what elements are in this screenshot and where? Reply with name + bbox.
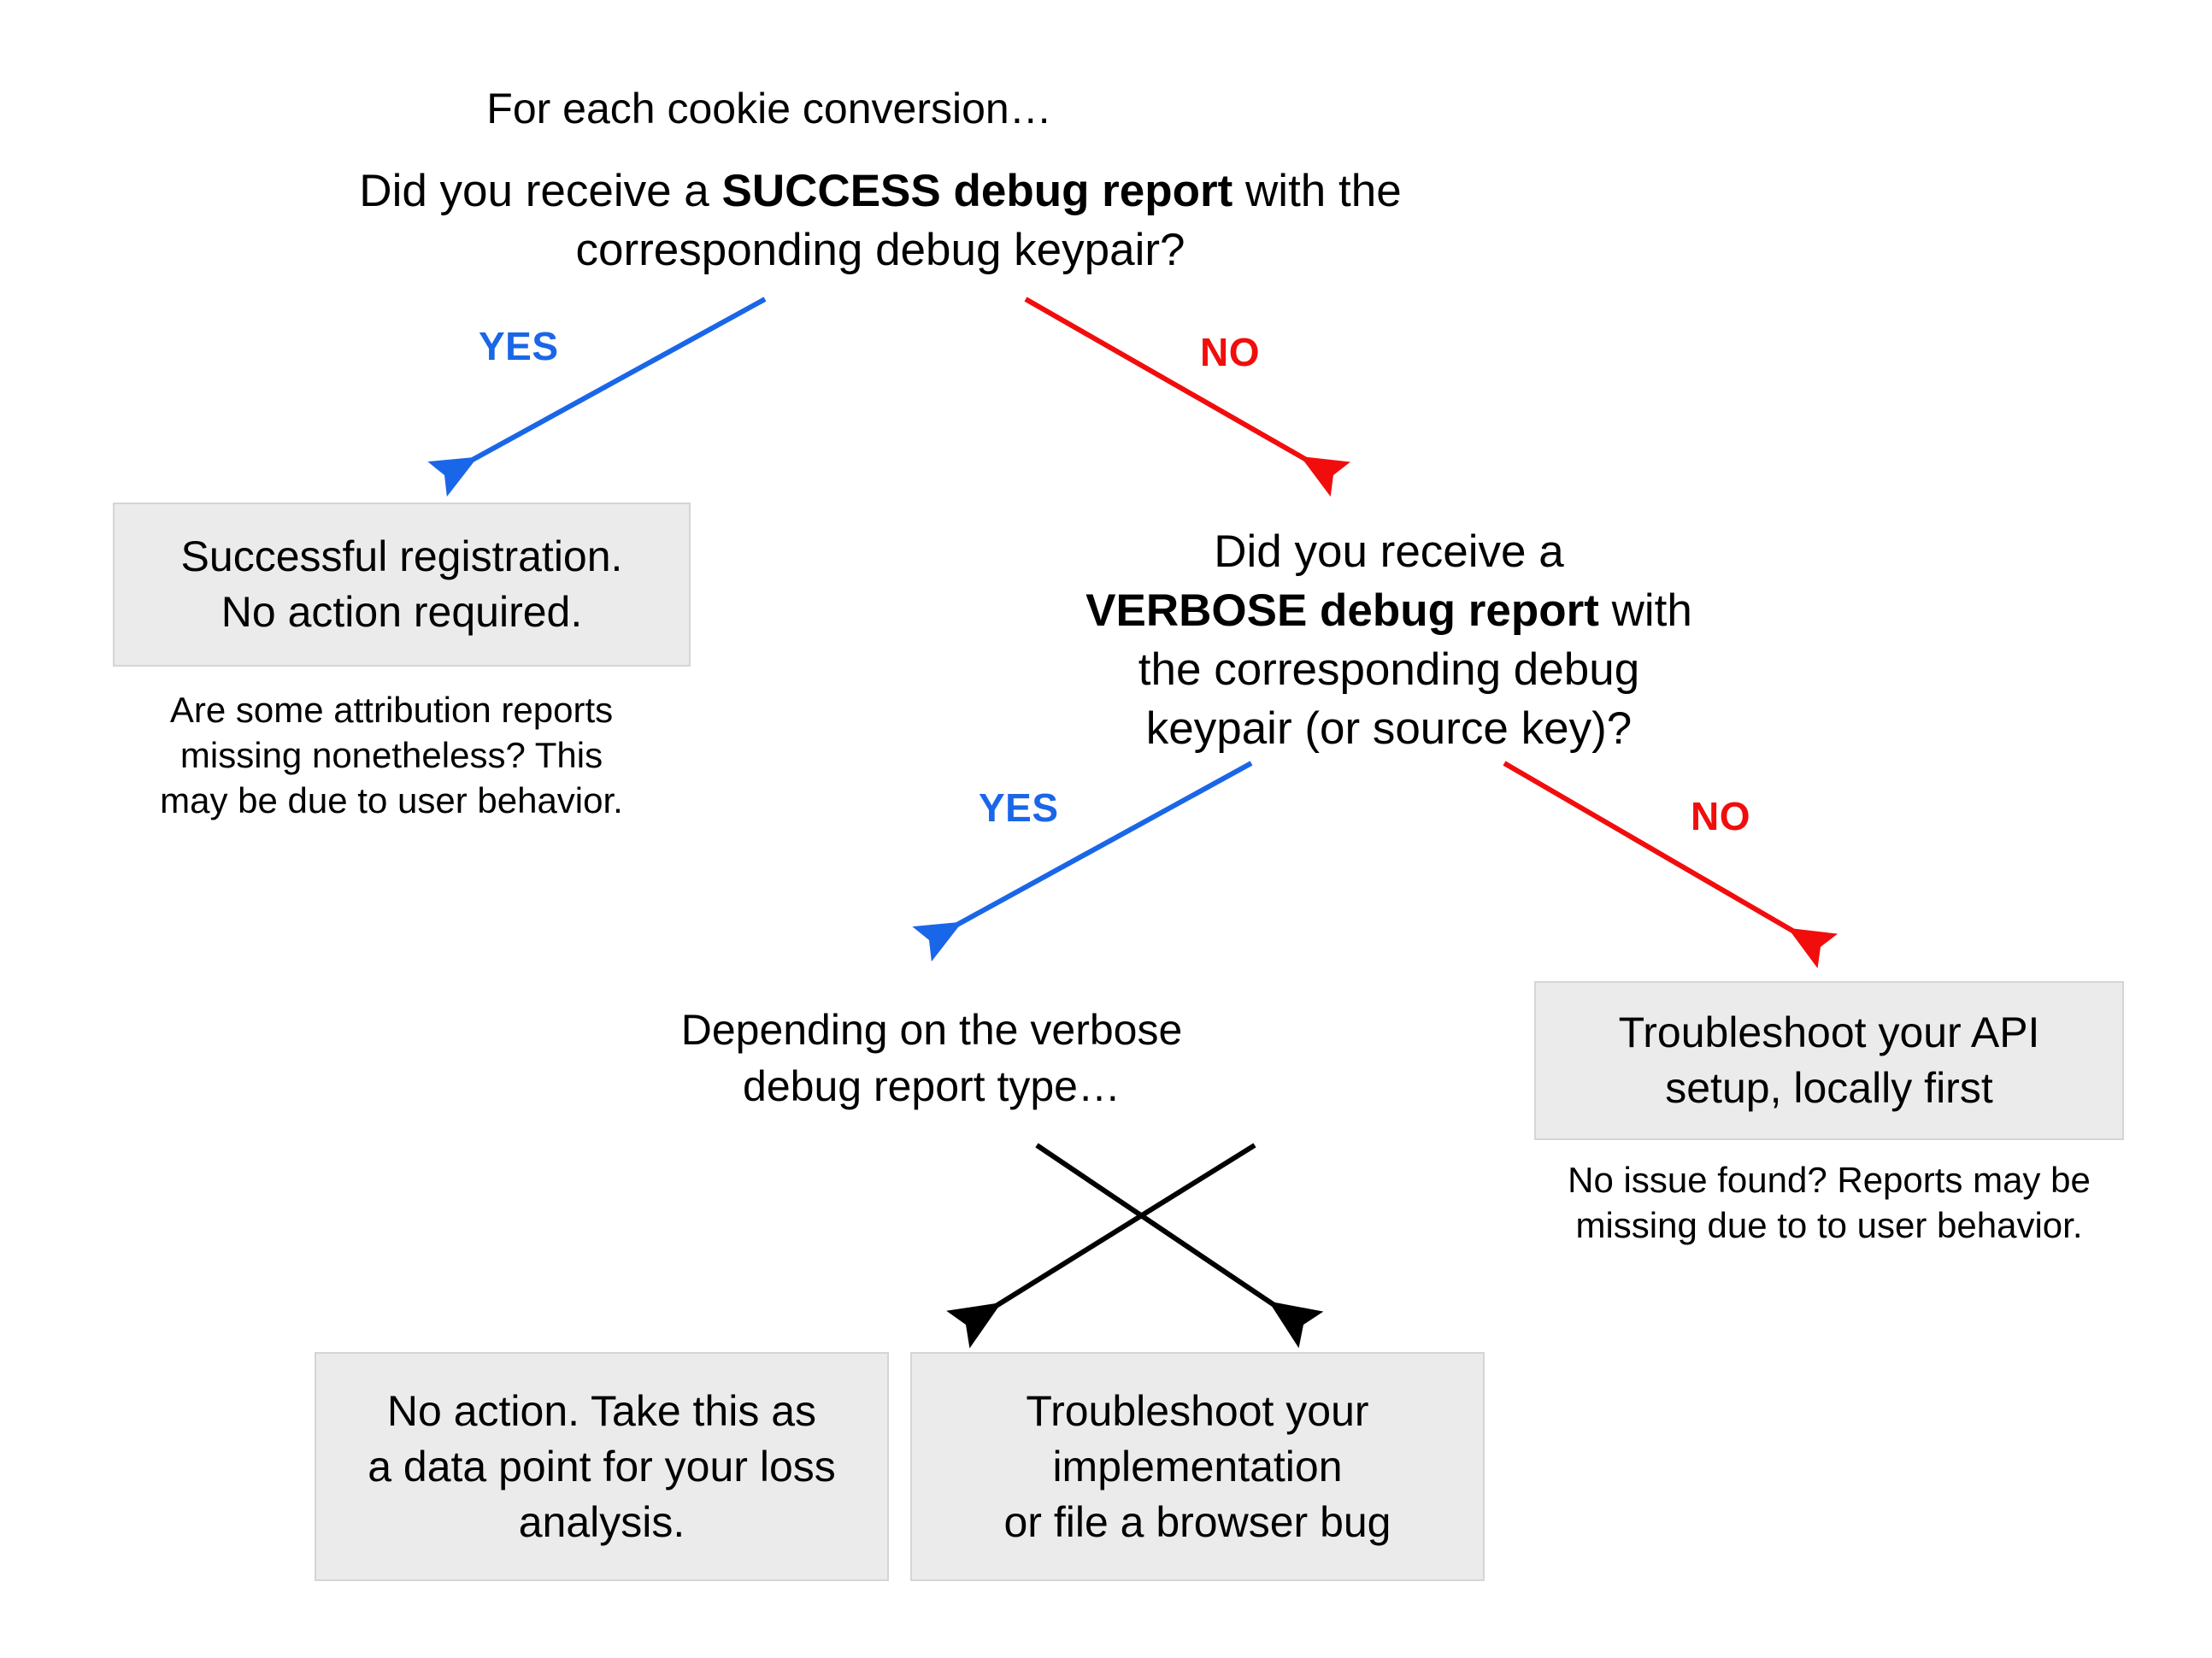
box-troubleshoot-implementation-text: Troubleshoot your implementation or file… [1003, 1384, 1391, 1550]
edge-label-yes-2: YES [979, 785, 1059, 830]
caption-no-issue-found-line-2: missing due to to user behavior. [1575, 1204, 2083, 1245]
question-success-pre: Did you receive a [359, 166, 722, 216]
question-success-debug-report: Did you receive a SUCCESS debug report w… [282, 162, 1479, 280]
arrow-to-troubleshoot-implementation-box [1035, 1143, 1324, 1349]
question-verbose-line-3: the corresponding debug [1138, 644, 1640, 695]
box-troubleshoot-implementation-line-3: or file a browser bug [1003, 1497, 1391, 1546]
box-troubleshoot-implementation: Troubleshoot your implementation or file… [910, 1352, 1485, 1581]
root-lead-text: For each cookie conversion… [342, 81, 1197, 137]
box-troubleshoot-api-setup: Troubleshoot your API setup, locally fir… [1534, 981, 2124, 1140]
question-success-line-1: Did you receive a SUCCESS debug report w… [282, 162, 1479, 221]
box-successful-registration-line-2: No action required. [221, 588, 583, 636]
edge-label-no-2: NO [1691, 794, 1750, 838]
question-success-post: with the [1232, 166, 1402, 216]
box-no-action-loss-analysis-text: No action. Take this as a data point for… [368, 1384, 836, 1550]
arrow-yes-report-type [912, 761, 1253, 962]
box-troubleshoot-implementation-line-2: implementation [1052, 1442, 1343, 1490]
caption-attribution-missing-line-3: may be due to user behavior. [160, 779, 623, 820]
box-troubleshoot-implementation-line-1: Troubleshoot your [1026, 1386, 1369, 1435]
question-success-bold: SUCCESS debug report [721, 166, 1233, 216]
box-no-action-loss-analysis: No action. Take this as a data point for… [315, 1352, 889, 1581]
question-verbose-line-2: VERBOSE debug report with [987, 582, 1791, 641]
edge-label-yes-1: YES [479, 324, 559, 368]
box-no-action-loss-analysis-line-2: a data point for your loss [368, 1442, 836, 1490]
question-verbose-post: with [1598, 585, 1692, 636]
question-verbose-line-4: keypair (or source key)? [1145, 703, 1633, 754]
question-success-line-2: corresponding debug keypair? [575, 224, 1185, 275]
edge-label-no-1: NO [1200, 330, 1260, 374]
arrow-no-troubleshoot-api [1503, 761, 1838, 969]
box-troubleshoot-api-setup-line-2: setup, locally first [1665, 1064, 1993, 1112]
root-lead-line: For each cookie conversion… [486, 85, 1052, 132]
box-no-action-loss-analysis-line-3: analysis. [518, 1497, 685, 1546]
caption-attribution-missing: Are some attribution reports missing non… [101, 688, 682, 824]
arrow-no-verbose-question [1024, 297, 1350, 497]
box-troubleshoot-api-setup-line-1: Troubleshoot your API [1618, 1008, 2040, 1056]
caption-attribution-missing-line-2: missing nonetheless? This [179, 734, 603, 775]
box-successful-registration-text: Successful registration. No action requi… [181, 529, 623, 640]
arrow-to-no-action-box [946, 1143, 1256, 1349]
subhead-report-type: Depending on the verbose debug report ty… [598, 1002, 1265, 1114]
question-verbose-bold: VERBOSE debug report [1085, 585, 1599, 636]
subhead-report-type-line-2: debug report type… [743, 1062, 1121, 1110]
box-successful-registration-line-1: Successful registration. [180, 532, 623, 580]
caption-attribution-missing-line-1: Are some attribution reports [169, 690, 614, 730]
caption-no-issue-found: No issue found? Reports may be missing d… [1487, 1158, 2171, 1249]
subhead-report-type-line-1: Depending on the verbose [680, 1006, 1183, 1054]
question-verbose-debug-report: Did you receive a VERBOSE debug report w… [987, 523, 1791, 759]
box-successful-registration: Successful registration. No action requi… [113, 503, 691, 667]
question-verbose-line-1: Did you receive a [1214, 526, 1564, 577]
caption-no-issue-found-line-1: No issue found? Reports may be [1568, 1160, 2091, 1200]
box-no-action-loss-analysis-line-1: No action. Take this as [386, 1386, 817, 1435]
box-troubleshoot-api-setup-text: Troubleshoot your API setup, locally fir… [1619, 1005, 2040, 1116]
